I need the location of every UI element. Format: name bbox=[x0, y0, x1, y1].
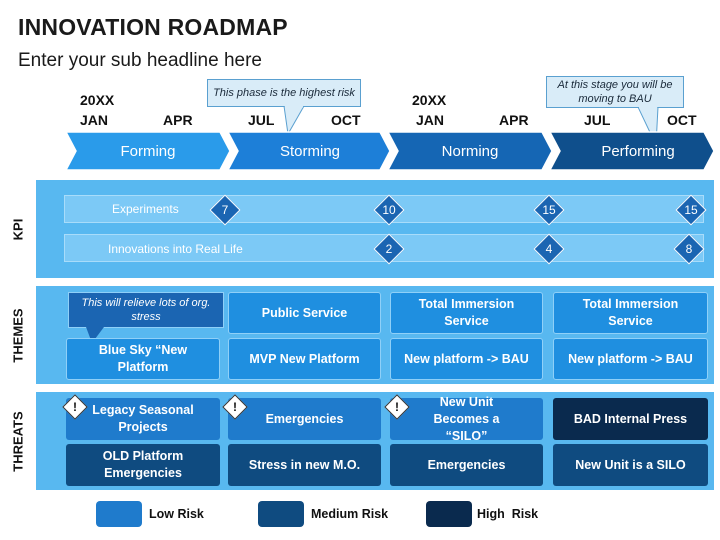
kpi-value: 7 bbox=[221, 203, 229, 217]
year-label-2: 20XX bbox=[412, 92, 447, 108]
bau-callout: At this stage you will be moving to BAU bbox=[546, 76, 684, 108]
theme-box: Total Immersion Service bbox=[553, 292, 708, 334]
phase-chevron-storming bbox=[226, 131, 391, 171]
phase-storming: Storming bbox=[279, 142, 341, 160]
legend-swatch-high bbox=[426, 501, 472, 527]
threat-box-medium: New Unit is a SILO bbox=[553, 444, 708, 486]
phase-forming: Forming bbox=[120, 142, 176, 160]
phase-chevron-norming bbox=[386, 131, 553, 171]
threat-box-low: New Unit Becomes a “SILO” bbox=[390, 395, 543, 443]
phase-chevron-performing bbox=[548, 131, 715, 171]
month-label: JAN bbox=[80, 112, 109, 128]
month-label: JAN bbox=[416, 112, 445, 128]
legend-label-high: High Risk bbox=[477, 507, 539, 521]
theme-box: MVP New Platform bbox=[228, 338, 381, 380]
warning-icon-mark: ! bbox=[233, 400, 237, 414]
legend-label-medium: Medium Risk bbox=[311, 507, 389, 521]
themes-label: THEMES bbox=[10, 307, 26, 363]
kpi-value: 15 bbox=[542, 203, 556, 217]
threat-box-medium: OLD Platform Emergencies bbox=[66, 444, 220, 486]
theme-box: New platform -> BAU bbox=[390, 338, 543, 380]
legend-swatch-medium bbox=[258, 501, 304, 527]
page-title: INNOVATION ROADMAP bbox=[18, 14, 288, 40]
theme-box: New platform -> BAU bbox=[553, 338, 708, 380]
month-label: OCT bbox=[667, 112, 697, 128]
kpi-label-wrap: KPI bbox=[0, 180, 36, 278]
month-label: OCT bbox=[331, 112, 361, 128]
themes-callout: This will relieve lots of org. stress bbox=[68, 292, 224, 328]
themes-label-wrap: THEMES bbox=[0, 286, 36, 384]
kpi-label: KPI bbox=[10, 218, 26, 240]
phase-performing: Performing bbox=[601, 142, 675, 160]
kpi-row-label: Innovations into Real Life bbox=[108, 242, 243, 256]
bau-callout-text: At this stage you will be moving to BAU bbox=[546, 76, 684, 108]
threat-box-medium: Emergencies bbox=[390, 444, 543, 486]
month-label: APR bbox=[499, 112, 529, 128]
threat-box-low: Emergencies bbox=[228, 398, 381, 440]
threat-box-medium: Stress in new M.O. bbox=[228, 444, 381, 486]
theme-box: Blue Sky “New Platform bbox=[66, 338, 220, 380]
threat-box-low: Legacy Seasonal Projects bbox=[66, 398, 220, 440]
kpi-value: 8 bbox=[685, 242, 693, 256]
kpi-value: 15 bbox=[684, 203, 698, 217]
theme-box: Total Immersion Service bbox=[390, 292, 543, 334]
phase-chevrons bbox=[64, 131, 715, 171]
kpi-value: 2 bbox=[385, 242, 393, 256]
year-label-1: 20XX bbox=[80, 92, 115, 108]
warning-icon-mark: ! bbox=[73, 400, 77, 414]
risk-callout-pointer bbox=[283, 106, 305, 136]
page-subtitle: Enter your sub headline here bbox=[18, 50, 262, 71]
legend-label-low: Low Risk bbox=[149, 507, 204, 521]
kpi-row-label: Experiments bbox=[112, 202, 179, 216]
risk-callout: This phase is the highest risk bbox=[207, 79, 361, 107]
threats-label: THREATS bbox=[10, 410, 26, 472]
legend-swatch-low bbox=[96, 501, 142, 527]
kpi-value: 10 bbox=[382, 203, 396, 217]
kpi-value: 4 bbox=[545, 242, 553, 256]
risk-callout-text: This phase is the highest risk bbox=[207, 79, 361, 107]
phase-norming: Norming bbox=[441, 142, 499, 160]
phase-chevron-forming bbox=[64, 131, 231, 171]
month-label: JUL bbox=[584, 112, 611, 128]
theme-box: Public Service bbox=[228, 292, 381, 334]
threats-label-wrap: THREATS bbox=[0, 392, 36, 490]
warning-icon-mark: ! bbox=[395, 400, 399, 414]
month-label: JUL bbox=[248, 112, 275, 128]
threat-box-high: BAD Internal Press bbox=[553, 398, 708, 440]
month-label: APR bbox=[163, 112, 193, 128]
